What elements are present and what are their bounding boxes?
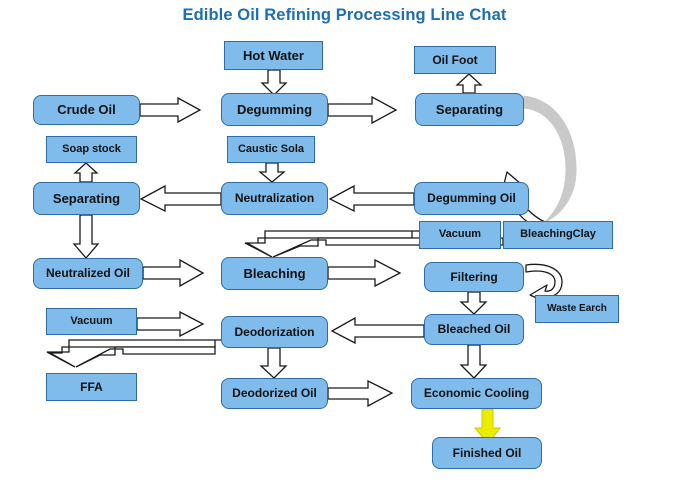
node-hot-water[interactable]: Hot Water <box>224 41 323 70</box>
node-neutralized-oil[interactable]: Neutralized Oil <box>33 258 143 289</box>
arrow-vacuum-to-deodorization <box>136 310 205 338</box>
node-bleaching[interactable]: Bleaching <box>221 257 328 290</box>
node-finished-oil[interactable]: Finished Oil <box>432 437 542 469</box>
arrow-deodorization-to-ffa-inner <box>75 346 216 368</box>
arrow-economic-cooling-to-finished-oil <box>473 408 501 445</box>
node-ffa[interactable]: FFA <box>46 373 137 401</box>
arrow-separating-to-neutralized-oil <box>72 214 100 259</box>
node-filtering[interactable]: Filtering <box>424 262 524 292</box>
arrow-caustic-sola-to-neutralization <box>258 162 286 183</box>
arrow-deodorization-to-deodorized-oil <box>259 347 288 379</box>
arrow-separating-to-oil-foot <box>455 73 483 94</box>
arrow-bleached-oil-to-deodorization <box>330 316 425 345</box>
node-soap-stock[interactable]: Soap stock <box>46 136 137 163</box>
curve-separating-to-degumming-oil-gray <box>523 95 577 223</box>
node-vacuum-bleaching[interactable]: Vacuum <box>419 221 501 249</box>
arrow-crude-oil-to-degumming <box>139 96 202 124</box>
node-separating-left[interactable]: Separating <box>33 182 140 215</box>
page-title: Edible Oil Refining Processing Line Chat <box>182 6 507 24</box>
arrow-deodorized-oil-to-economic-cooling <box>327 379 394 408</box>
node-oil-foot[interactable]: Oil Foot <box>414 46 496 74</box>
node-deodorized-oil[interactable]: Deodorized Oil <box>221 378 328 409</box>
arrow-degumming-oil-to-neutralization <box>328 184 415 213</box>
node-caustic-sola[interactable]: Caustic Sola <box>227 136 315 163</box>
arrow-neutralization-to-separating-left <box>139 184 222 213</box>
arrow-degumming-to-separating <box>327 95 398 125</box>
node-bleached-oil[interactable]: Bleached Oil <box>424 314 524 345</box>
node-vacuum-deodor[interactable]: Vacuum <box>46 308 137 335</box>
node-bleaching-clay[interactable]: BleachingClay <box>503 221 613 249</box>
node-economic-cooling[interactable]: Economic Cooling <box>411 378 542 409</box>
node-deodorization[interactable]: Deodorization <box>221 316 328 348</box>
node-crude-oil[interactable]: Crude Oil <box>33 95 140 125</box>
arrow-bleached-oil-to-economic-cooling <box>459 344 488 379</box>
node-neutralization[interactable]: Neutralization <box>221 182 328 215</box>
node-degumming-oil[interactable]: Degumming Oil <box>414 182 529 215</box>
arrow-hot-water-to-degumming <box>260 69 288 96</box>
arrow-filtering-to-waste-earch <box>525 263 563 304</box>
node-degumming[interactable]: Degumming <box>221 93 328 126</box>
node-separating-top[interactable]: Separating <box>415 93 524 126</box>
arrow-separating-to-soap-stock <box>73 162 99 183</box>
arrow-bleaching-to-filtering <box>327 258 402 288</box>
arrow-neutralized-oil-to-bleaching <box>142 258 205 288</box>
arrow-filtering-to-bleached-oil <box>459 291 488 315</box>
node-waste-earch[interactable]: Waste Earch <box>535 295 619 323</box>
